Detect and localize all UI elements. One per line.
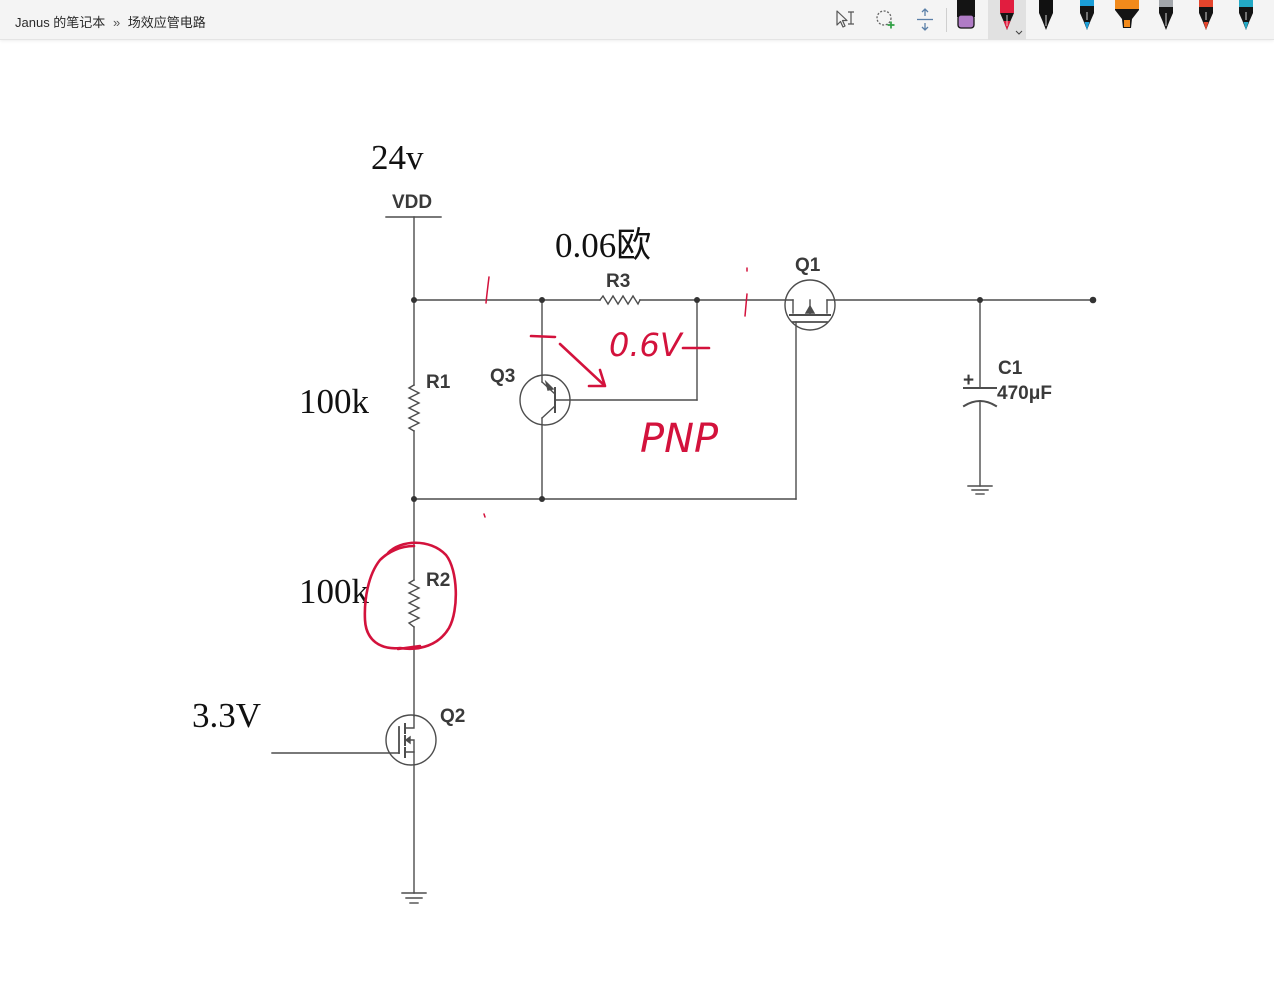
- r3-value-label: 0.06欧: [555, 226, 651, 265]
- junction-nodes: [411, 296, 1097, 502]
- pen-gray-button[interactable]: [1148, 0, 1184, 40]
- ink-annotations[interactable]: [363, 267, 748, 651]
- c1-label: C1: [998, 358, 1023, 379]
- ink-plus-mark: [529, 334, 557, 339]
- node: [539, 297, 545, 303]
- pen-teal-icon: [1239, 0, 1253, 30]
- toolbar-separator: [946, 8, 947, 32]
- transistor-q1: [784, 279, 836, 331]
- pen-black-button[interactable]: [1028, 0, 1064, 40]
- pen-blue-button[interactable]: [1069, 0, 1105, 40]
- pen-red-orange-icon: [1199, 0, 1213, 30]
- ink-stroke: [396, 644, 422, 651]
- breadcrumb-page[interactable]: 场效应管电路: [127, 15, 206, 30]
- ink-arrow: [558, 342, 606, 387]
- vdd-label: VDD: [392, 192, 432, 213]
- ground-c1: [967, 485, 993, 495]
- lasso-select-icon: [876, 10, 895, 29]
- resistor-r3: [599, 294, 641, 306]
- pen-red-orange-button[interactable]: [1188, 0, 1224, 40]
- lasso-select-button[interactable]: [867, 0, 903, 40]
- breadcrumb-separator: »: [112, 15, 121, 30]
- r2-value-label: 100k: [299, 572, 370, 611]
- r2-label: R2: [426, 570, 450, 591]
- c1-polarity-label: +: [963, 370, 974, 391]
- chevron-down-icon[interactable]: [1015, 30, 1023, 35]
- c1-value-label: 470μF: [997, 383, 1052, 404]
- pen-blue-icon: [1080, 0, 1094, 30]
- resistor-r1: [407, 384, 421, 432]
- circuit-diagram: [271, 216, 1094, 904]
- circuit-labels: 24v VDD 0.06欧 R3 Q1 Q3 R1 100k C1 + 470μ…: [192, 138, 1052, 735]
- pen-teal-button[interactable]: [1228, 0, 1264, 40]
- ink-vbe-note: 0.6V: [609, 326, 684, 364]
- breadcrumb-notebook[interactable]: Janus 的笔记本: [15, 15, 106, 30]
- q1-label: Q1: [795, 255, 821, 276]
- r3-label: R3: [606, 271, 630, 292]
- resistor-r2: [407, 579, 421, 628]
- pen-black-icon: [1039, 0, 1053, 30]
- eraser-icon: [957, 0, 975, 29]
- q3-label: Q3: [490, 366, 515, 387]
- insert-space-button[interactable]: [907, 0, 943, 40]
- pen-red-button[interactable]: [988, 0, 1026, 40]
- select-type-icon: [836, 10, 854, 28]
- pen-red-icon: [1000, 0, 1023, 35]
- ink-tick: [485, 276, 490, 304]
- transistor-q2: [385, 714, 437, 766]
- highlighter-orange-button[interactable]: [1109, 0, 1145, 40]
- r1-label: R1: [426, 372, 451, 393]
- output-terminal: [1089, 296, 1097, 304]
- vdd-voltage-label: 24v: [371, 138, 424, 177]
- ink-tick: [744, 267, 748, 317]
- ink-pnp-note: PNP: [640, 416, 719, 462]
- ink-arrow-head: [587, 368, 607, 388]
- top-bar: Janus 的笔记本 » 场效应管电路: [0, 0, 1274, 40]
- node: [539, 496, 545, 502]
- select-type-button[interactable]: [827, 0, 863, 40]
- ground-q2: [401, 892, 427, 904]
- node: [694, 297, 700, 303]
- pen-gray-icon: [1159, 0, 1173, 30]
- r1-value-label: 100k: [299, 382, 370, 421]
- eraser-button[interactable]: [948, 0, 984, 40]
- ink-circle-r2: [363, 541, 458, 650]
- gate-voltage-label: 3.3V: [192, 696, 261, 735]
- highlighter-orange-icon: [1115, 0, 1139, 28]
- q2-label: Q2: [440, 706, 465, 727]
- ink-dot: [483, 513, 486, 518]
- breadcrumb: Janus 的笔记本 » 场效应管电路: [15, 12, 206, 31]
- node: [411, 297, 417, 303]
- node: [977, 297, 983, 303]
- insert-space-icon: [917, 8, 933, 31]
- node: [411, 496, 417, 502]
